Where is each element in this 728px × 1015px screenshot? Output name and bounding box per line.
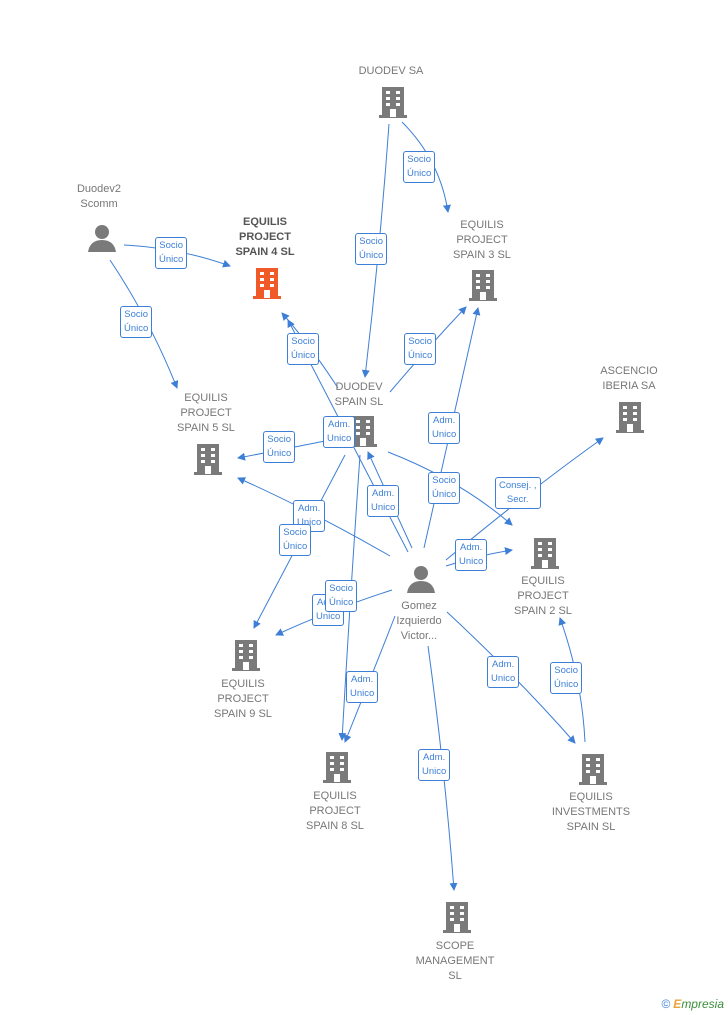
edge-label: Adm. Unico [428, 412, 461, 444]
node-label-ascencio-iberia[interactable]: ASCENCIO IBERIA SA [600, 365, 658, 392]
edge-label: Adm. Unico [323, 416, 356, 448]
node-label-duodev-sa[interactable]: DUODEV SA [358, 65, 424, 77]
node-label-equilis-project-spain-8[interactable]: EQUILIS PROJECT SPAIN 8 SL [306, 790, 364, 832]
edge-label: Adm. Unico [367, 485, 400, 517]
edge-label: Socio Único [404, 333, 437, 365]
building-icon[interactable] [577, 752, 609, 786]
edge-label: Socio Único [287, 333, 320, 365]
brand-initial: E [673, 997, 682, 1011]
edge-label: Socio Único [428, 472, 461, 504]
edge-label: Socio Único [120, 306, 153, 338]
node-label-scope-management[interactable]: SCOPE MANAGEMENT SL [415, 940, 495, 982]
node-label-equilis-investments-spain[interactable]: EQUILIS INVESTMENTS SPAIN SL [551, 791, 631, 833]
building-icon-highlighted[interactable] [251, 266, 283, 300]
person-icon[interactable] [405, 563, 437, 595]
building-icon[interactable] [441, 900, 473, 934]
edge-label: Socio Único [279, 524, 312, 556]
node-label-equilis-project-spain-2[interactable]: EQUILIS PROJECT SPAIN 2 SL [514, 575, 572, 617]
node-label-equilis-project-spain-4[interactable]: EQUILIS PROJECT SPAIN 4 SL [235, 216, 295, 258]
empresia-logo[interactable]: ©Empresia [661, 997, 724, 1011]
edge-label: Adm. Unico [346, 671, 379, 703]
building-icon[interactable] [614, 400, 646, 434]
building-icon[interactable] [467, 268, 499, 302]
edge-label: Socio Único [550, 662, 583, 694]
node-label-equilis-project-spain-9[interactable]: EQUILIS PROJECT SPAIN 9 SL [214, 678, 272, 720]
node-label-gomez-izquierdo-victor[interactable]: Gomez Izquierdo Victor... [396, 600, 442, 642]
edge-label: Socio Único [403, 151, 436, 183]
person-icon[interactable] [86, 222, 118, 254]
building-icon[interactable] [529, 536, 561, 570]
edge-label: Socio Único [325, 580, 358, 612]
copyright-icon: © [661, 997, 671, 1011]
node-label-duodev2-scomm[interactable]: Duodev2 Scomm [76, 183, 122, 210]
edge-label: Adm. Unico [455, 539, 488, 571]
edge-label: Socio Único [155, 237, 188, 269]
edge-label: Socio Único [263, 431, 296, 463]
building-icon[interactable] [230, 638, 262, 672]
edge-label: Adm. Unico [418, 749, 451, 781]
edge-label: Adm. Unico [487, 656, 520, 688]
node-label-equilis-project-spain-5[interactable]: EQUILIS PROJECT SPAIN 5 SL [177, 392, 235, 434]
brand-name: mpresia [681, 997, 724, 1011]
building-icon[interactable] [321, 750, 353, 784]
building-icon[interactable] [347, 414, 379, 448]
edge-label: Consej. , Secr. [495, 477, 541, 509]
node-label-equilis-project-spain-3[interactable]: EQUILIS PROJECT SPAIN 3 SL [453, 219, 511, 261]
building-icon[interactable] [377, 85, 409, 119]
node-label-duodev-spain[interactable]: DUODEV SPAIN SL [334, 381, 384, 408]
edge-label: Socio Único [355, 233, 388, 265]
building-icon[interactable] [192, 442, 224, 476]
